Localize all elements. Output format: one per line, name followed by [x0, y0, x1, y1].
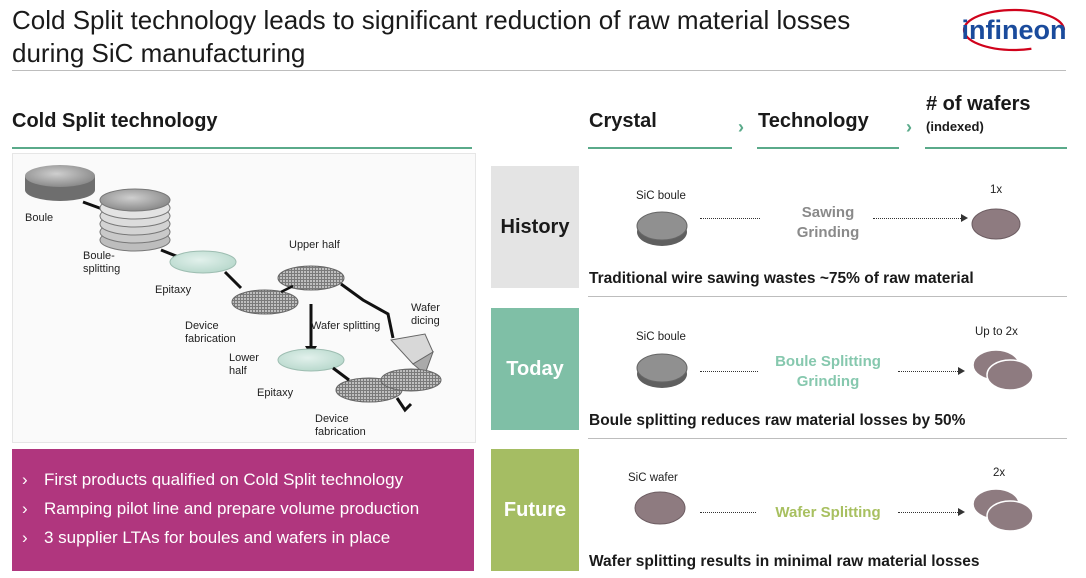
flow-dotted-line: [898, 512, 958, 513]
boule-shape: [25, 165, 95, 201]
flow-dotted-line: [700, 371, 758, 372]
sic-boule-icon: [636, 353, 688, 388]
flow-dotted-line: [700, 218, 760, 219]
row-divider: [588, 438, 1067, 439]
wafer-count: Up to 2x: [975, 326, 1018, 338]
two-wafers-icon: [972, 488, 1034, 532]
sic-wafer-icon: [634, 491, 686, 525]
label-lower-half: Lower half: [229, 352, 259, 377]
technology-label: Wafer Splitting: [775, 504, 881, 521]
sic-boule-icon: [636, 211, 688, 246]
era-future: Future: [491, 449, 579, 571]
label-wafer-splitting: Wafer splitting: [311, 320, 381, 332]
heading-underline: [12, 147, 472, 149]
label-device-fabrication-1: Device fabrication: [185, 320, 236, 345]
crystal-label: SiC boule: [636, 190, 686, 202]
flow-dotted-line: [898, 371, 958, 372]
label-device-fabrication-2: Device fabrication: [315, 413, 366, 438]
column-underline: [588, 147, 732, 149]
column-wafers: # of wafers: [926, 93, 1031, 115]
crystal-label: SiC boule: [636, 331, 686, 343]
chevron-right-icon: ›: [906, 117, 912, 137]
infineon-logo: infineon: [956, 6, 1068, 58]
cold-split-heading: Cold Split technology: [12, 110, 218, 132]
two-wafers-icon: [972, 349, 1034, 391]
page-title: Cold Split technology leads to significa…: [12, 5, 851, 68]
era-today: Today: [491, 308, 579, 430]
label-epitaxy-1: Epitaxy: [155, 284, 192, 296]
column-technology: Technology: [758, 110, 869, 132]
row-caption: Traditional wire sawing wastes ~75% of r…: [589, 270, 974, 287]
svg-text:infineon: infineon: [962, 15, 1067, 45]
column-wafers-sub: (indexed): [926, 119, 984, 134]
wafer-count: 1x: [990, 184, 1003, 196]
row-divider: [588, 296, 1067, 297]
arrow-right-icon: [958, 367, 965, 375]
bullet-item: ›First products qualified on Cold Split …: [22, 470, 404, 489]
wafer-count: 2x: [993, 467, 1006, 479]
column-underline: [925, 147, 1067, 149]
flow-dotted-line: [873, 218, 961, 219]
column-underline: [757, 147, 899, 149]
label-boule-splitting: Boule- splitting: [83, 250, 121, 275]
highlights-box: ›First products qualified on Cold Split …: [12, 449, 474, 571]
cold-split-process-diagram: Boule Boule- splitting Epitaxy Device fa…: [12, 153, 476, 443]
split-boule-stack: [99, 188, 171, 252]
arrow-right-icon: [958, 508, 965, 516]
technology-label: Sawing Grinding: [796, 204, 860, 241]
crystal-label: SiC wafer: [628, 472, 678, 484]
label-boule: Boule: [25, 212, 54, 224]
chevron-right-icon: ›: [738, 117, 744, 137]
row-caption: Boule splitting reduces raw material los…: [589, 412, 966, 429]
title-divider: [12, 70, 1066, 71]
era-history: History: [491, 166, 579, 288]
row-caption: Wafer splitting results in minimal raw m…: [589, 553, 980, 570]
bullet-item: ›3 supplier LTAs for boules and wafers i…: [22, 528, 391, 547]
label-epitaxy-2: Epitaxy: [257, 387, 294, 399]
arrow-right-icon: [961, 214, 968, 222]
wafer-icon: [971, 208, 1021, 240]
column-crystal: Crystal: [589, 110, 657, 132]
technology-label: Boule Splitting Grinding: [775, 353, 881, 390]
flow-dotted-line: [700, 512, 756, 513]
bullet-item: ›Ramping pilot line and prepare volume p…: [22, 499, 420, 518]
label-upper-half: Upper half: [289, 239, 340, 251]
label-wafer-dicing: Wafer dicing: [411, 302, 440, 327]
